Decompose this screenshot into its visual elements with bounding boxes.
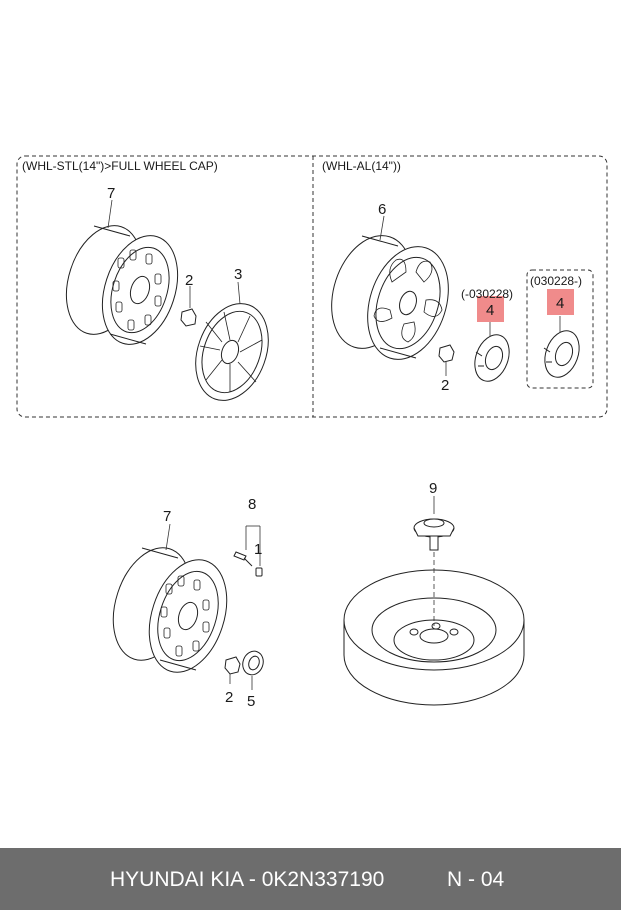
callout-steel-wheel: 7: [107, 185, 115, 202]
callout-valve-group: 8: [248, 496, 256, 513]
leader-lines-steel: [107, 199, 241, 308]
center-cap-late-drawing: [543, 330, 580, 378]
alloy-wheel-drawing: [331, 235, 449, 360]
steel-wheel-drawing: [65, 225, 179, 345]
highlight-center-cap-late: [547, 289, 574, 315]
callout-valve: 1: [254, 541, 262, 558]
footer-bar: HYUNDAI KIA - 0K2N337190 N - 04: [0, 848, 621, 910]
section-title-steel: (WHL-STL(14")>FULL WHEEL CAP): [22, 159, 218, 173]
leader-lines-alloy: [379, 215, 561, 376]
callout-hub-cap: 5: [247, 693, 255, 710]
callout-wheel-cap: 3: [234, 266, 242, 283]
spare-wheel-nut-drawing: [224, 656, 241, 675]
date-range-early: (-030228): [461, 287, 513, 301]
footer-page-code: N - 04: [447, 868, 505, 891]
highlight-center-cap-early: [477, 296, 504, 322]
leader-lines-spare: [165, 523, 261, 690]
date-range-late: (030228-): [530, 274, 582, 288]
hub-cap-drawing: [242, 650, 264, 676]
callout-center-cap-early: 4: [486, 302, 494, 319]
wheel-cap-drawing: [195, 303, 269, 401]
callout-carrier-bolt: 9: [429, 480, 437, 497]
callout-steel-nut: 2: [185, 272, 193, 289]
spare-tire-drawing: [343, 569, 525, 706]
steel-wheel-nut-drawing: [180, 308, 197, 327]
alloy-wheel-nut-drawing: [438, 344, 455, 363]
parts-diagram: (WHL-STL(14")>FULL WHEEL CAP) (WHL-AL(14…: [16, 155, 608, 710]
callout-spare-nut: 2: [225, 689, 233, 706]
upper-frame: [16, 155, 608, 418]
callout-alloy-wheel: 6: [378, 201, 386, 218]
carrier-bolt-drawing: [413, 518, 455, 551]
valve-drawing: [233, 551, 263, 577]
callout-spare-wheel: 7: [163, 508, 171, 525]
callout-alloy-nut: 2: [441, 377, 449, 394]
center-cap-early-drawing: [474, 334, 510, 382]
spare-wheel-drawing: [112, 547, 228, 673]
section-title-alloy: (WHL-AL(14")): [322, 159, 401, 173]
callout-center-cap-late: 4: [556, 295, 564, 312]
footer-part-number: HYUNDAI KIA - 0K2N337190: [110, 868, 385, 891]
